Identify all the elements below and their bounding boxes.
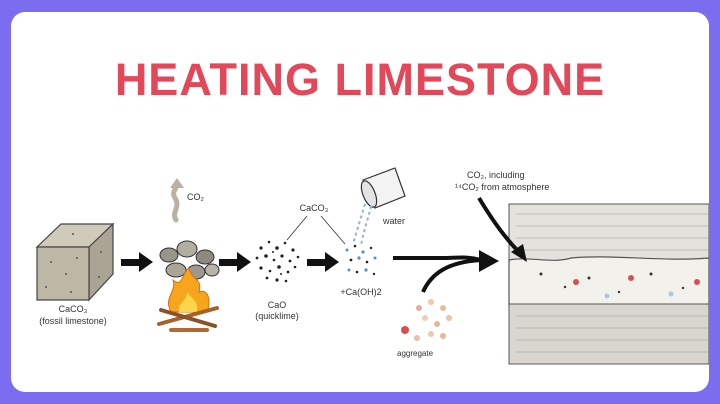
- caco3-pointer: [286, 215, 308, 241]
- water-bucket-icon: [352, 167, 406, 247]
- arrow-icon: [307, 252, 339, 272]
- aggregate-label: aggregate: [397, 349, 434, 358]
- co2-label: CO₂: [187, 192, 205, 202]
- atmosphere-label-line1: CO₂, including: [467, 170, 525, 180]
- fire-icon: [157, 267, 219, 332]
- water-label: water: [382, 216, 405, 226]
- limestone-block-icon: [35, 222, 115, 302]
- quicklime-powder-icon: [255, 240, 300, 283]
- slaked-lime-label: +Ca(OH)2: [340, 287, 381, 297]
- caco3-pointer: [320, 215, 346, 245]
- arrow-icon: [121, 252, 153, 272]
- arrow-icon: [393, 250, 499, 293]
- aggregate-icon: [401, 299, 452, 341]
- caco3-label: CaCO₃: [300, 203, 329, 213]
- slaked-lime-powder-icon: [345, 244, 377, 276]
- quicklime-name: (quicklime): [255, 311, 299, 321]
- page-title: HEATING LIMESTONE: [114, 54, 606, 105]
- card: HEATING LIMESTONE CaCO₃ (fossil limeston…: [11, 12, 709, 392]
- mortar-joint-icon: [508, 203, 709, 365]
- limestone-diagram: CaCO₃ (fossil limestone) CO₂: [35, 167, 709, 365]
- co2-smoke-icon: [170, 178, 184, 223]
- arrow-icon: [477, 196, 527, 262]
- quicklime-formula: CaO: [268, 300, 287, 310]
- limestone-formula: CaCO₃: [59, 304, 88, 314]
- limestone-name: (fossil limestone): [39, 316, 107, 326]
- arrow-icon: [219, 252, 251, 272]
- atmosphere-label-line2: ¹⁴CO₂ from atmosphere: [455, 182, 549, 192]
